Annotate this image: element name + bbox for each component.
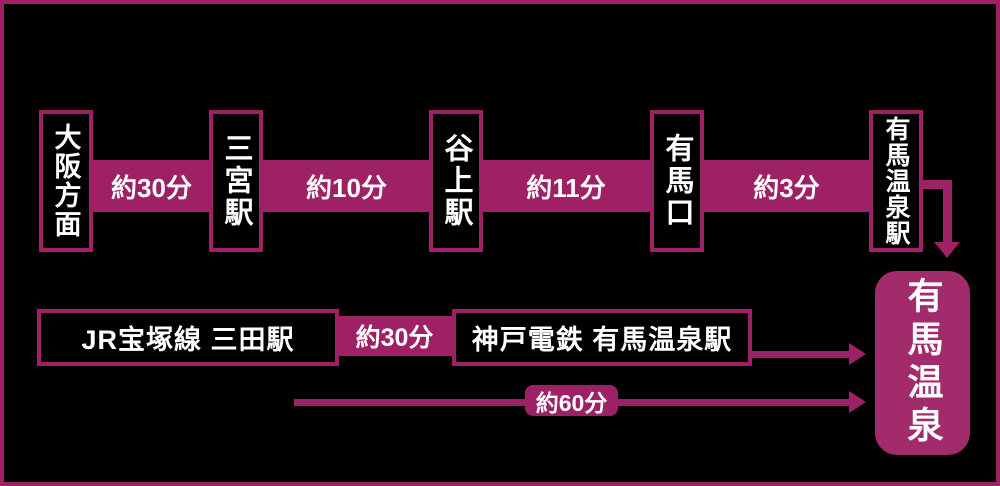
station-box-jr-takarazuka-sanda: JR宝塚線 三田駅: [37, 309, 339, 366]
station-box-sannomiya: 三宮駅: [209, 110, 263, 252]
station-label: 大阪方面: [50, 123, 81, 239]
destination-box: 有馬温泉: [875, 271, 970, 455]
station-label: 有馬口: [661, 133, 693, 229]
station-label: JR宝塚線 三田駅: [81, 325, 295, 355]
destination-label: 有馬温泉: [902, 277, 944, 449]
station-label: 谷上駅: [440, 133, 472, 229]
station-box-osaka-homen: 大阪方面: [39, 110, 93, 252]
duration-pill: 約60分: [525, 385, 618, 416]
duration-bar: 約3分: [699, 160, 874, 212]
station-label: 有馬温泉駅: [882, 116, 910, 246]
arrow-down-icon: [934, 242, 960, 258]
duration-label: 約3分: [753, 172, 820, 203]
duration-bar: 約11分: [478, 160, 654, 212]
duration-bar-jr: 約30分: [335, 316, 454, 356]
arrow-right-icon: [849, 343, 866, 365]
duration-label: 約60分: [535, 389, 608, 416]
duration-label: 約10分: [306, 172, 387, 203]
duration-bar: 約30分: [89, 160, 214, 212]
arrow-right-icon: [849, 391, 866, 413]
station-box-arimaguchi: 有馬口: [650, 110, 704, 252]
station-label: 神戸電鉄 有馬温泉駅: [471, 325, 733, 355]
transfer-arrow-line: [750, 351, 850, 358]
duration-label: 約30分: [355, 324, 434, 352]
elbow-arrow-horizontal: [919, 180, 952, 189]
duration-bar: 約10分: [259, 160, 434, 212]
duration-label: 約11分: [526, 172, 606, 203]
elbow-arrow-vertical: [943, 180, 952, 242]
station-box-tanigami: 谷上駅: [429, 110, 483, 252]
station-box-kobe-dentetsu-arima-onsen: 神戸電鉄 有馬温泉駅: [452, 309, 752, 366]
duration-label: 約30分: [111, 172, 192, 203]
station-label: 三宮駅: [220, 133, 252, 229]
station-box-arima-onsen-eki: 有馬温泉駅: [869, 110, 923, 252]
